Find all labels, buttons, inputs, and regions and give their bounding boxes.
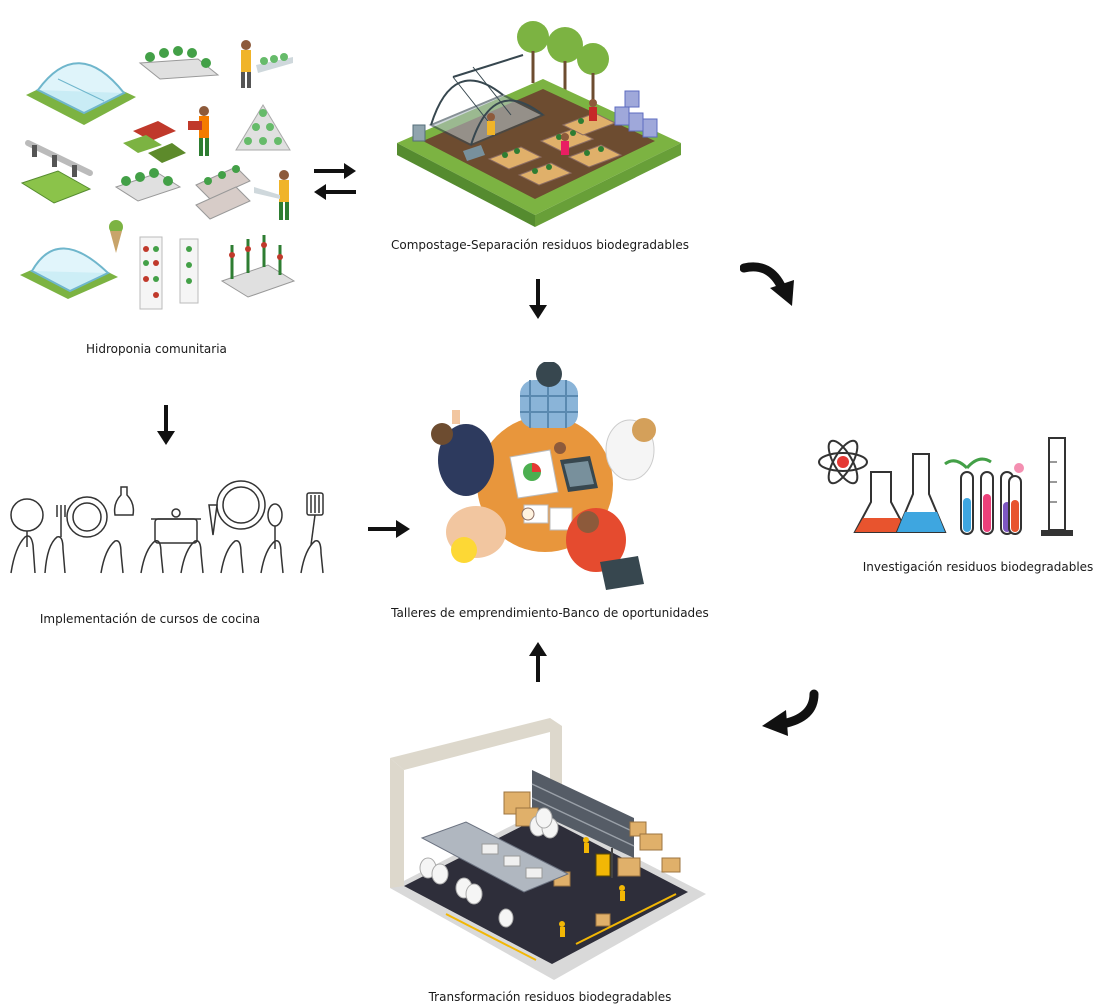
workshops-label: Talleres de emprendimiento-Banco de opor… bbox=[391, 606, 709, 620]
bidirectional-arrow-icon bbox=[314, 163, 356, 200]
arrow-down-icon bbox=[529, 279, 547, 319]
laboratory-flasks-icon bbox=[818, 437, 1073, 536]
compost-label: Compostage-Separación residuos biodegrad… bbox=[391, 238, 689, 252]
arrow-down-icon bbox=[157, 405, 175, 445]
arrow-up-icon bbox=[529, 642, 547, 682]
curved-arrow-icon bbox=[740, 262, 794, 306]
research-label: Investigación residuos biodegradables bbox=[862, 560, 1094, 574]
hydroponics-label: Hidroponia comunitaria bbox=[86, 342, 227, 356]
arrow-right-icon bbox=[368, 520, 410, 538]
business-meeting-icon bbox=[431, 362, 656, 590]
hydroponic-farm-icon bbox=[20, 40, 296, 310]
compost-garden-icon bbox=[397, 21, 681, 227]
cooking-label: Implementación de cursos de cocina bbox=[39, 612, 261, 626]
curved-arrow-icon bbox=[762, 689, 819, 736]
factory-icon bbox=[390, 718, 706, 980]
cooking-utensils-icon bbox=[10, 480, 324, 574]
transformation-label: Transformación residuos biodegradables bbox=[428, 990, 672, 1004]
